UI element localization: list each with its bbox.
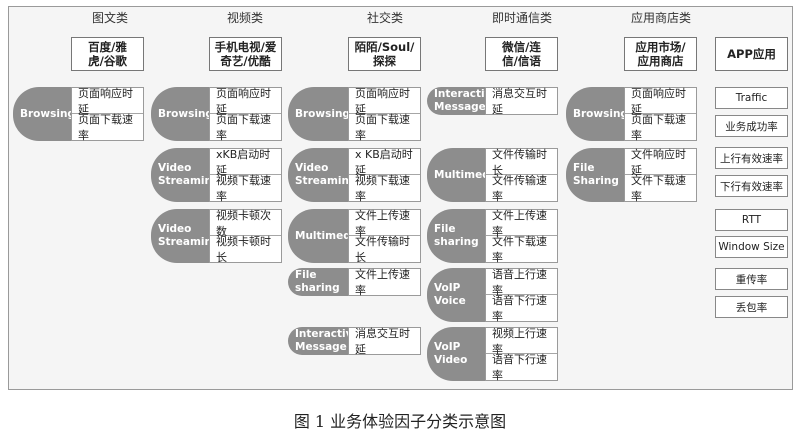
metric-group: 页面响应时延页面下载速率: [348, 87, 421, 142]
metric-item: 页面下载速率: [210, 113, 281, 142]
metric-group: 语音上行速率语音下行速率: [485, 268, 558, 323]
metric-group: 页面响应时延页面下载速率: [71, 87, 144, 142]
app-metric: RTT: [715, 209, 788, 231]
metric-item: 页面响应时延: [210, 87, 281, 116]
category-label: Interactive Message: [427, 87, 499, 115]
metric-item: 文件上传速率: [486, 209, 557, 238]
app-metric: 丢包率: [715, 296, 788, 318]
column-header: 社交类: [366, 11, 403, 25]
metric-group: 视频上行速率语音下行速率: [485, 327, 558, 382]
metric-item: x KB启动时延: [349, 148, 420, 177]
metric-item: 页面响应时延: [72, 87, 143, 116]
column-subheader: 百度/雅 虎/谷歌: [71, 37, 144, 71]
metric-item: 页面响应时延: [349, 87, 420, 116]
metric-item: 视频卡顿时长: [210, 235, 281, 264]
metric-group: 文件响应时延文件下载速率: [624, 148, 697, 203]
metric-item: 文件下载速率: [486, 235, 557, 264]
metric-group: x KB启动时延视频下载速率: [348, 148, 421, 203]
metric-item: 语音下行速率: [486, 353, 557, 382]
metric-group: 视频卡顿次数视频卡顿时长: [209, 209, 282, 264]
category-label: File sharing: [288, 268, 350, 296]
metric-group: 文件上传速率文件下载速率: [485, 209, 558, 264]
metric-group: 页面响应时延页面下载速率: [624, 87, 697, 142]
category-label: Browsing: [13, 87, 75, 141]
metric-item: 文件传输时长: [349, 235, 420, 264]
category-label: Browsing: [151, 87, 213, 141]
category-label: Interactive Message: [288, 327, 360, 355]
category-label: File Sharing: [566, 148, 626, 202]
category-label: File sharing: [427, 209, 487, 263]
metric-item: 页面响应时延: [625, 87, 696, 116]
column-subheader: 手机电视/爱 奇艺/优酷: [209, 37, 282, 71]
app-metric: 上行有效速率: [715, 147, 788, 169]
figure-caption: 图 1 业务体验因子分类示意图: [293, 412, 507, 431]
metric-item: 文件上传速率: [349, 268, 420, 297]
metric-item: 视频下载速率: [349, 174, 420, 203]
metric-group: 文件传输时长文件传输速率: [485, 148, 558, 203]
metric-group: 消息交互时延: [348, 327, 421, 356]
app-metric: 下行有效速率: [715, 175, 788, 197]
category-label: Video Streaming: [288, 148, 357, 202]
column-subheader: 应用市场/ 应用商店: [624, 37, 697, 71]
metric-item: 文件下载速率: [625, 174, 696, 203]
metric-group: 页面响应时延页面下载速率: [209, 87, 282, 142]
app-metric: 重传率: [715, 268, 788, 290]
metric-item: 视频下载速率: [210, 174, 281, 203]
category-label: VoIP Voice: [427, 268, 487, 322]
metric-item: 页面下载速率: [72, 113, 143, 142]
app-metric: 业务成功率: [715, 115, 788, 137]
metric-item: 文件传输速率: [486, 174, 557, 203]
metric-item: 消息交互时延: [349, 327, 420, 356]
column-header: 视频类: [226, 11, 263, 25]
metric-item: 文件上传速率: [349, 209, 420, 238]
metric-item: xKB启动时延: [210, 148, 281, 177]
metric-item: 语音上行速率: [486, 268, 557, 297]
app-header: APP应用: [715, 37, 788, 71]
category-label: Video Streaming: [151, 148, 220, 202]
column-header: 即时通信类: [491, 11, 552, 25]
category-label: Browsing: [288, 87, 350, 141]
column-header: 应用商店类: [630, 11, 691, 25]
metric-item: 视频卡顿次数: [210, 209, 281, 238]
category-label: VoIP Video: [427, 327, 487, 381]
category-label: Multimedia: [288, 209, 361, 263]
column-header: 图文类: [91, 11, 128, 25]
metric-group: 文件上传速率文件传输时长: [348, 209, 421, 264]
app-metric: Window Size: [715, 236, 788, 258]
metric-item: 语音下行速率: [486, 294, 557, 323]
category-label: Video Streaming: [151, 209, 220, 263]
metric-item: 文件传输时长: [486, 148, 557, 177]
metric-group: 消息交互时延: [485, 87, 558, 116]
metric-item: 页面下载速率: [625, 113, 696, 142]
category-label: Browsing: [566, 87, 628, 141]
metric-item: 消息交互时延: [486, 87, 557, 116]
column-subheader: 微信/连 信/信语: [485, 37, 558, 71]
app-metric: Traffic: [715, 87, 788, 109]
metric-group: xKB启动时延视频下载速率: [209, 148, 282, 203]
metric-item: 视频上行速率: [486, 327, 557, 356]
metric-item: 文件响应时延: [625, 148, 696, 177]
metric-group: 文件上传速率: [348, 268, 421, 297]
category-label: Multimedia: [427, 148, 500, 202]
column-subheader: 陌陌/Soul/ 探探: [348, 37, 421, 71]
metric-item: 页面下载速率: [349, 113, 420, 142]
